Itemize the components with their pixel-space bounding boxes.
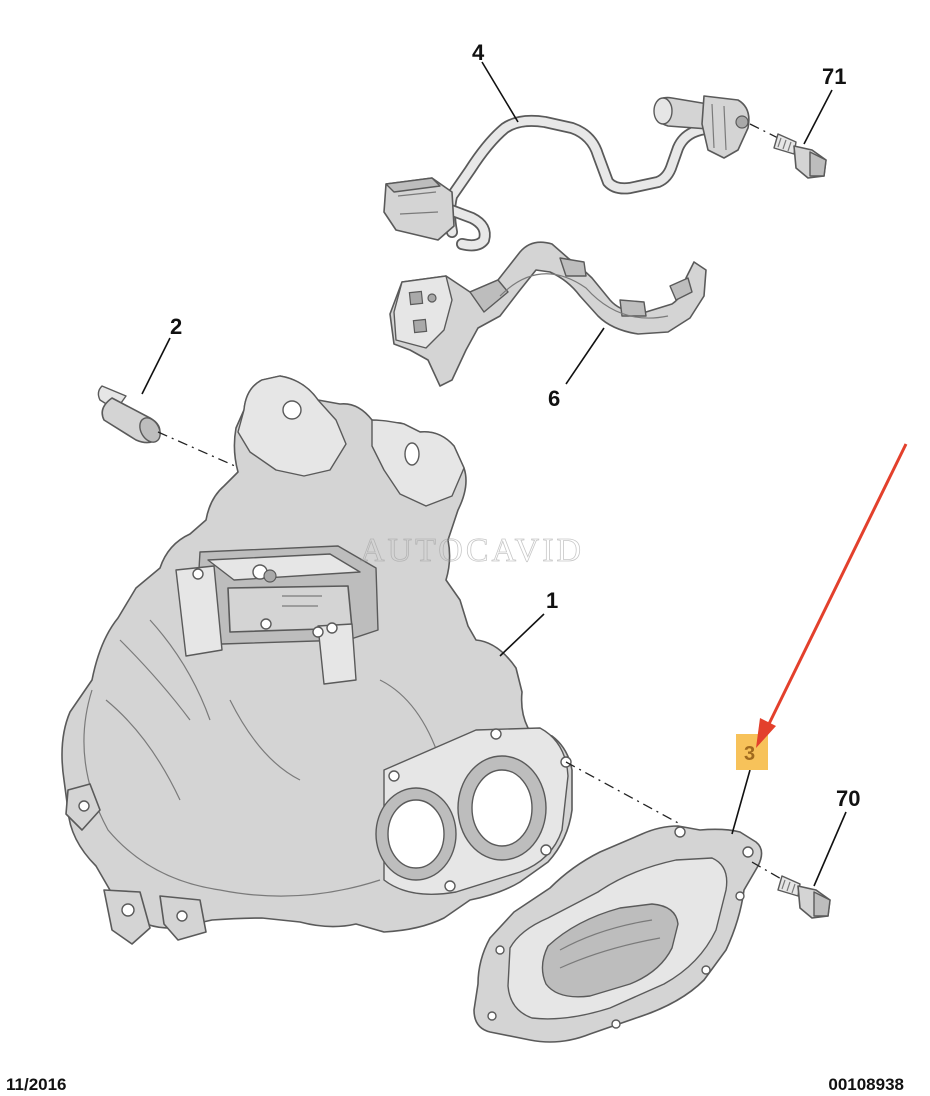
leader-line-70: [813, 811, 847, 887]
arrow-head: [756, 718, 776, 748]
leader-line-4: [481, 61, 519, 123]
callout-4: 4: [472, 40, 485, 65]
part-71-bolt: [749, 123, 827, 179]
leader-line-6: [565, 327, 605, 385]
leader-line-1: [499, 613, 545, 657]
arrow-shaft: [764, 443, 908, 731]
leader-line-3: [731, 769, 751, 835]
footer-date: 11/2016: [6, 1075, 67, 1094]
footer-code: 00108938: [828, 1075, 904, 1094]
watermark: AUTOCAVID: [360, 532, 584, 569]
callout-1: 1: [546, 588, 558, 613]
part-2-dowel-pin: [97, 385, 245, 471]
callout-3: 3: [744, 743, 755, 765]
leader-line-2: [141, 337, 171, 395]
part-4-pipe-assembly: [383, 95, 750, 252]
red-pointer-arrow: [756, 443, 908, 748]
callout-6: 6: [548, 386, 560, 411]
part-6-bracket: [389, 241, 707, 387]
part-1-gearbox-housing: [61, 375, 573, 945]
axis-line-cover: [565, 761, 681, 825]
part-70-bolt: [751, 861, 831, 919]
callout-70: 70: [836, 786, 860, 811]
part-3-cover: [473, 825, 763, 1043]
callout-2: 2: [170, 314, 182, 339]
leader-line-71: [803, 89, 833, 145]
callout-71: 71: [822, 64, 846, 89]
